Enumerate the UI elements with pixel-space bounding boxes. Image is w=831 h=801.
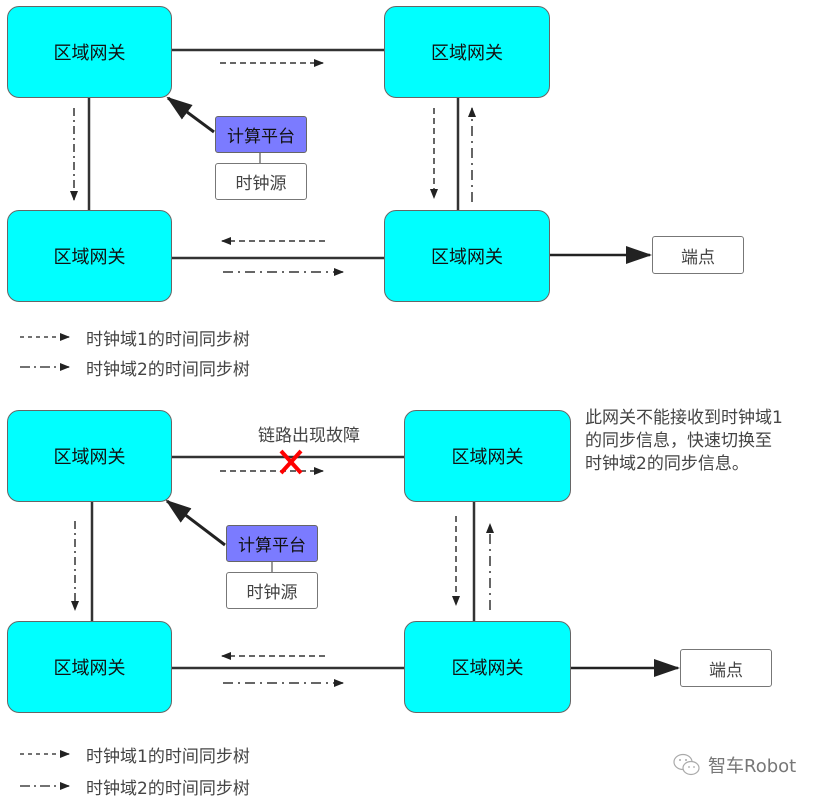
red-x-icon (279, 449, 303, 475)
compute-platform: 计算平台 (215, 116, 307, 153)
note-line-1: 此网关不能接收到时钟域1 (585, 408, 783, 428)
gateway-top-left-b: 区域网关 (7, 410, 172, 502)
clock-source-label: 时钟源 (235, 174, 287, 194)
compute-platform-b: 计算平台 (226, 525, 318, 562)
gateway-label: 区域网关 (431, 43, 503, 64)
gateway-label: 区域网关 (53, 247, 126, 268)
gateway-top-right-b: 区域网关 (404, 410, 571, 502)
gateway-label: 区域网关 (53, 43, 126, 64)
gateway-label: 区域网关 (451, 447, 524, 468)
clock-source: 时钟源 (215, 163, 307, 200)
gateway-top-left: 区域网关 (7, 6, 172, 98)
gateway-top-right: 区域网关 (384, 6, 550, 98)
fault-label: 链路出现故障 (258, 426, 360, 446)
gateway-bottom-right-b: 区域网关 (404, 621, 571, 713)
note-line-3: 时钟域2的同步信息。 (585, 454, 749, 474)
failover-note: 此网关不能接收到时钟域1 的同步信息，快速切换至 时钟域2的同步信息。 (585, 407, 783, 476)
gateway-label: 区域网关 (53, 658, 126, 679)
compute-arrow-b (165, 499, 226, 547)
watermark-text: 智车Robot (708, 756, 797, 777)
wechat-icon (673, 753, 700, 776)
gateway-bottom-left: 区域网关 (7, 210, 172, 302)
compute-platform-label: 计算平台 (238, 536, 306, 556)
legend-bottom-d1-label: 时钟域1的时间同步树 (86, 747, 250, 767)
gateway-label: 区域网关 (431, 247, 503, 268)
clock-source-b: 时钟源 (226, 572, 318, 609)
endpoint: 端点 (652, 236, 744, 274)
note-line-2: 的同步信息，快速切换至 (585, 431, 772, 451)
legend-top-d1-label: 时钟域1的时间同步树 (86, 330, 250, 350)
endpoint-label: 端点 (681, 247, 715, 268)
gateway-label: 区域网关 (53, 447, 126, 468)
gateway-bottom-left-b: 区域网关 (7, 621, 172, 713)
watermark: 智车Robot (672, 752, 796, 778)
legend-top-d2-label: 时钟域2的时间同步树 (86, 360, 250, 380)
gateway-label: 区域网关 (451, 658, 524, 679)
gateway-bottom-right: 区域网关 (384, 210, 550, 302)
endpoint-b: 端点 (680, 649, 772, 687)
endpoint-label: 端点 (709, 660, 743, 681)
compute-arrow (166, 96, 215, 134)
legend-bottom-d2-label: 时钟域2的时间同步树 (86, 779, 250, 799)
clock-source-label: 时钟源 (246, 583, 298, 603)
compute-platform-label: 计算平台 (227, 127, 295, 147)
